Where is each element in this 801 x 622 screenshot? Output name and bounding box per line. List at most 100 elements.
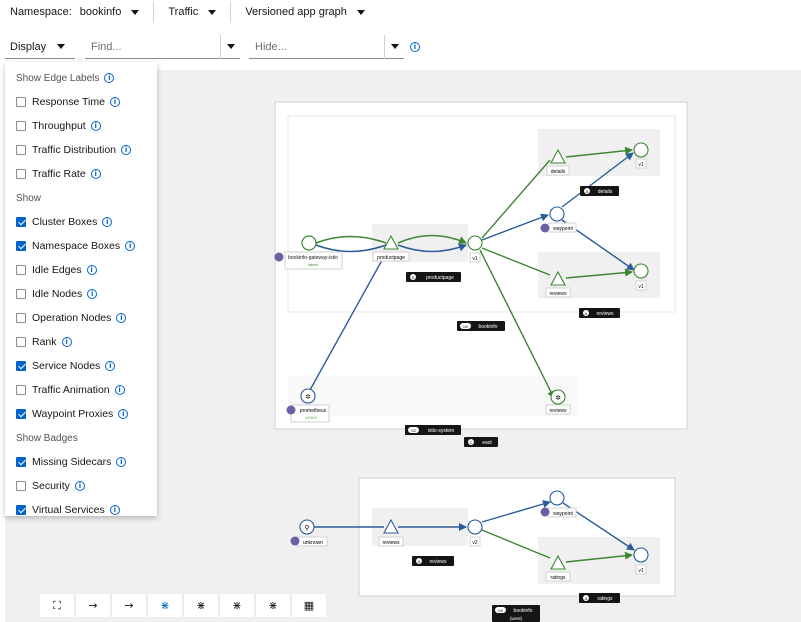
checkbox[interactable] — [16, 145, 26, 155]
info-icon[interactable]: i — [61, 337, 72, 347]
box-label-ratings[interactable]: A ratings — [579, 593, 620, 603]
info-icon[interactable]: i — [102, 217, 113, 227]
svg-text:(west): (west) — [510, 616, 523, 621]
node-reviews-v2[interactable]: v2 — [467, 519, 483, 547]
checkbox[interactable] — [16, 505, 26, 515]
node-prometheus[interactable]: ✲ prometheus v3.0.0 — [286, 388, 330, 423]
checkbox[interactable] — [16, 121, 26, 131]
checkbox[interactable] — [16, 337, 26, 347]
checkbox[interactable] — [16, 361, 26, 371]
node-reviews-external[interactable]: ✲ reviews — [545, 389, 571, 415]
box-label-istio-system-namespace[interactable]: NS istio-system — [405, 425, 461, 435]
node-ratings-v1[interactable]: v1 — [633, 547, 649, 575]
node-reviews-west-service[interactable]: reviews — [378, 518, 404, 547]
node-ratings-service[interactable]: ratings — [545, 554, 571, 582]
fit-to-screen-button[interactable]: ⛶ — [39, 593, 75, 618]
hide-history-toggle[interactable] — [384, 34, 404, 59]
layout-vertical-button[interactable]: → — [111, 593, 147, 618]
option-label: Service Nodes — [32, 360, 101, 372]
checkbox[interactable] — [16, 313, 26, 323]
checkbox[interactable] — [16, 289, 26, 299]
box-label-details[interactable]: A details — [580, 186, 619, 196]
traffic-dropdown[interactable]: Traffic — [162, 0, 222, 24]
info-icon[interactable]: i — [114, 385, 125, 395]
info-icon[interactable]: i — [116, 313, 127, 323]
option-service-nodes[interactable]: Service Nodes i — [5, 354, 157, 378]
hide-input[interactable] — [249, 40, 384, 53]
info-icon[interactable]: i — [125, 241, 136, 251]
info-icon[interactable]: i — [87, 289, 98, 299]
option-label: Throughput — [32, 120, 86, 132]
info-icon[interactable]: i — [86, 265, 97, 275]
checkbox[interactable] — [16, 169, 26, 179]
node-bookinfo-gateway-istio[interactable]: bookinfo-gateway-istio latest — [274, 235, 343, 270]
info-icon[interactable]: i — [118, 409, 129, 419]
namespace-label: Namespace: — [10, 6, 72, 18]
graph-type-dropdown[interactable]: Versioned app graph — [239, 0, 371, 24]
legend-button[interactable]: ▦ — [291, 593, 327, 618]
node-details-v1[interactable]: v1 — [633, 142, 649, 169]
box-label-productpage[interactable]: S productpage — [406, 272, 461, 282]
layout-cose-button[interactable]: ⋇ — [183, 593, 219, 618]
box-label-bookinfo-west-namespace[interactable]: NS bookinfo (west) — [492, 605, 540, 622]
node-details-service[interactable]: details — [546, 148, 570, 176]
info-icon[interactable]: i — [121, 145, 132, 155]
info-icon[interactable]: i — [116, 457, 127, 467]
checkbox[interactable] — [16, 265, 26, 275]
node-unknown[interactable]: ⚲ unknown — [290, 519, 328, 547]
namespace-box-istio-system[interactable] — [288, 376, 578, 416]
node-reviews-v1[interactable]: v1 — [633, 263, 649, 291]
info-icon[interactable]: i — [109, 505, 120, 515]
find-history-toggle[interactable] — [220, 34, 240, 59]
checkbox[interactable] — [16, 481, 26, 491]
svg-text:productpage: productpage — [426, 275, 454, 281]
layout-grid-button[interactable]: ⋇ — [255, 593, 291, 618]
display-dropdown[interactable]: Display — [5, 35, 75, 59]
option-throughput[interactable]: Throughput i — [5, 114, 157, 138]
info-icon[interactable]: i — [74, 481, 85, 491]
find-field — [85, 34, 240, 59]
layout-dagre-button[interactable]: ⋇ — [147, 593, 183, 618]
box-label-cluster-east[interactable]: C east — [464, 437, 498, 447]
info-icon[interactable]: i — [109, 97, 120, 107]
node-productpage-service[interactable]: productpage — [372, 234, 410, 262]
layout-breadthfirst-button[interactable]: ⋇ — [219, 593, 255, 618]
node-waypoint-east[interactable]: waypoint — [540, 206, 577, 233]
checkbox[interactable] — [16, 217, 26, 227]
box-label-reviews[interactable]: A reviews — [579, 308, 620, 318]
info-icon[interactable]: i — [90, 169, 101, 179]
layout-horizontal-button[interactable]: → — [75, 593, 111, 618]
namespace-dropdown[interactable]: Namespace: bookinfo — [0, 0, 145, 24]
info-icon[interactable]: i — [90, 121, 101, 131]
node-reviews-service[interactable]: reviews — [545, 270, 571, 298]
checkbox[interactable] — [16, 385, 26, 395]
find-input[interactable] — [85, 40, 220, 53]
checkbox[interactable] — [16, 409, 26, 419]
node-productpage-v1[interactable]: v1 — [467, 235, 483, 263]
box-label-bookinfo-namespace[interactable]: NS bookinfo — [457, 321, 505, 331]
find-hide-info-icon[interactable]: i — [410, 42, 420, 52]
checkbox[interactable] — [16, 457, 26, 467]
node-waypoint-west[interactable]: waypoint — [540, 490, 577, 518]
box-label-reviews-west[interactable]: A reviews — [412, 556, 454, 566]
checkbox[interactable] — [16, 241, 26, 251]
checkbox[interactable] — [16, 97, 26, 107]
info-icon[interactable]: i — [105, 361, 116, 371]
info-icon[interactable]: i — [104, 73, 115, 83]
svg-text:v2: v2 — [472, 540, 478, 546]
